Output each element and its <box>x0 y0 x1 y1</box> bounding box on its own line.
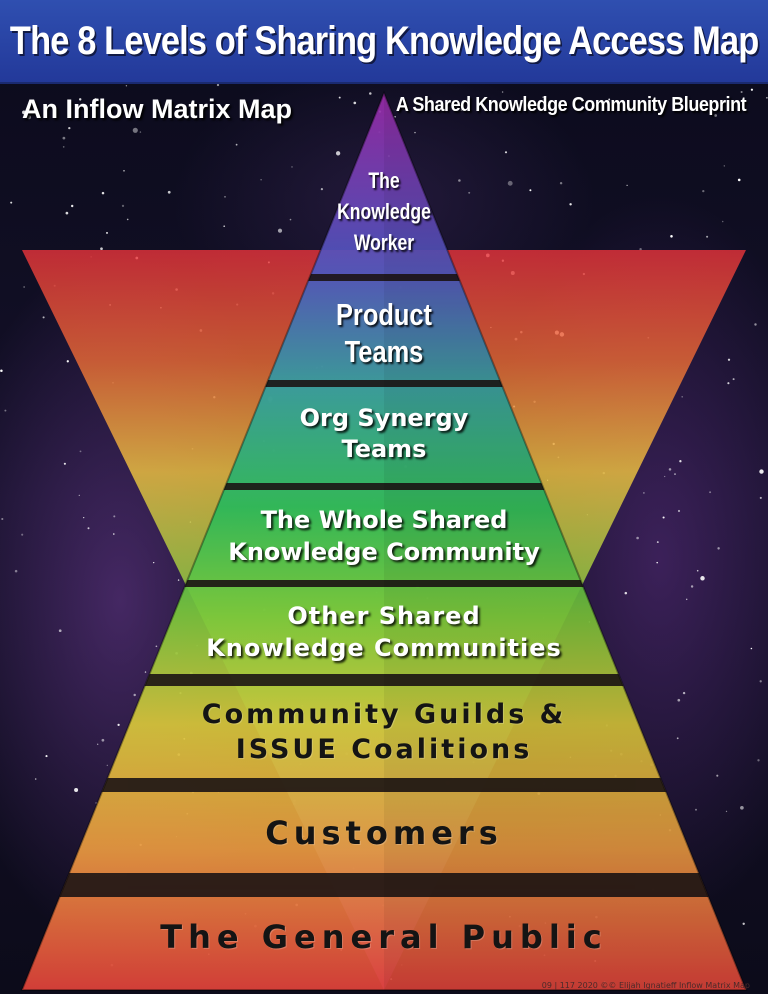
level-4-label: The Whole Shared Knowledge Community <box>228 506 540 566</box>
level-7-label: Customers <box>265 814 503 852</box>
level-8-label: The General Public <box>160 918 608 956</box>
level-2-label: Product Teams <box>335 297 433 370</box>
subtitle-right: A Shared Knowledge Community Blueprint <box>395 94 747 116</box>
level-3-label: Org Synergy Teams <box>299 404 469 464</box>
copyright-footer: 09 | 117 2020 ©© Elijah Ignatieff Inflow… <box>541 981 750 990</box>
page-title: The 8 Levels of Sharing Knowledge Access… <box>9 18 759 63</box>
pyramid-band-dividers <box>22 274 746 897</box>
level-5-label: Other Shared Knowledge Communities <box>206 602 562 662</box>
level-1-label: The Knowledge Worker <box>337 168 431 255</box>
title-banner: The 8 Levels of Sharing Knowledge Access… <box>0 0 768 84</box>
subtitle-left: An Inflow Matrix Map <box>22 94 292 124</box>
level-6-label: Community Guilds & ISSUE Coalitions <box>201 699 567 765</box>
